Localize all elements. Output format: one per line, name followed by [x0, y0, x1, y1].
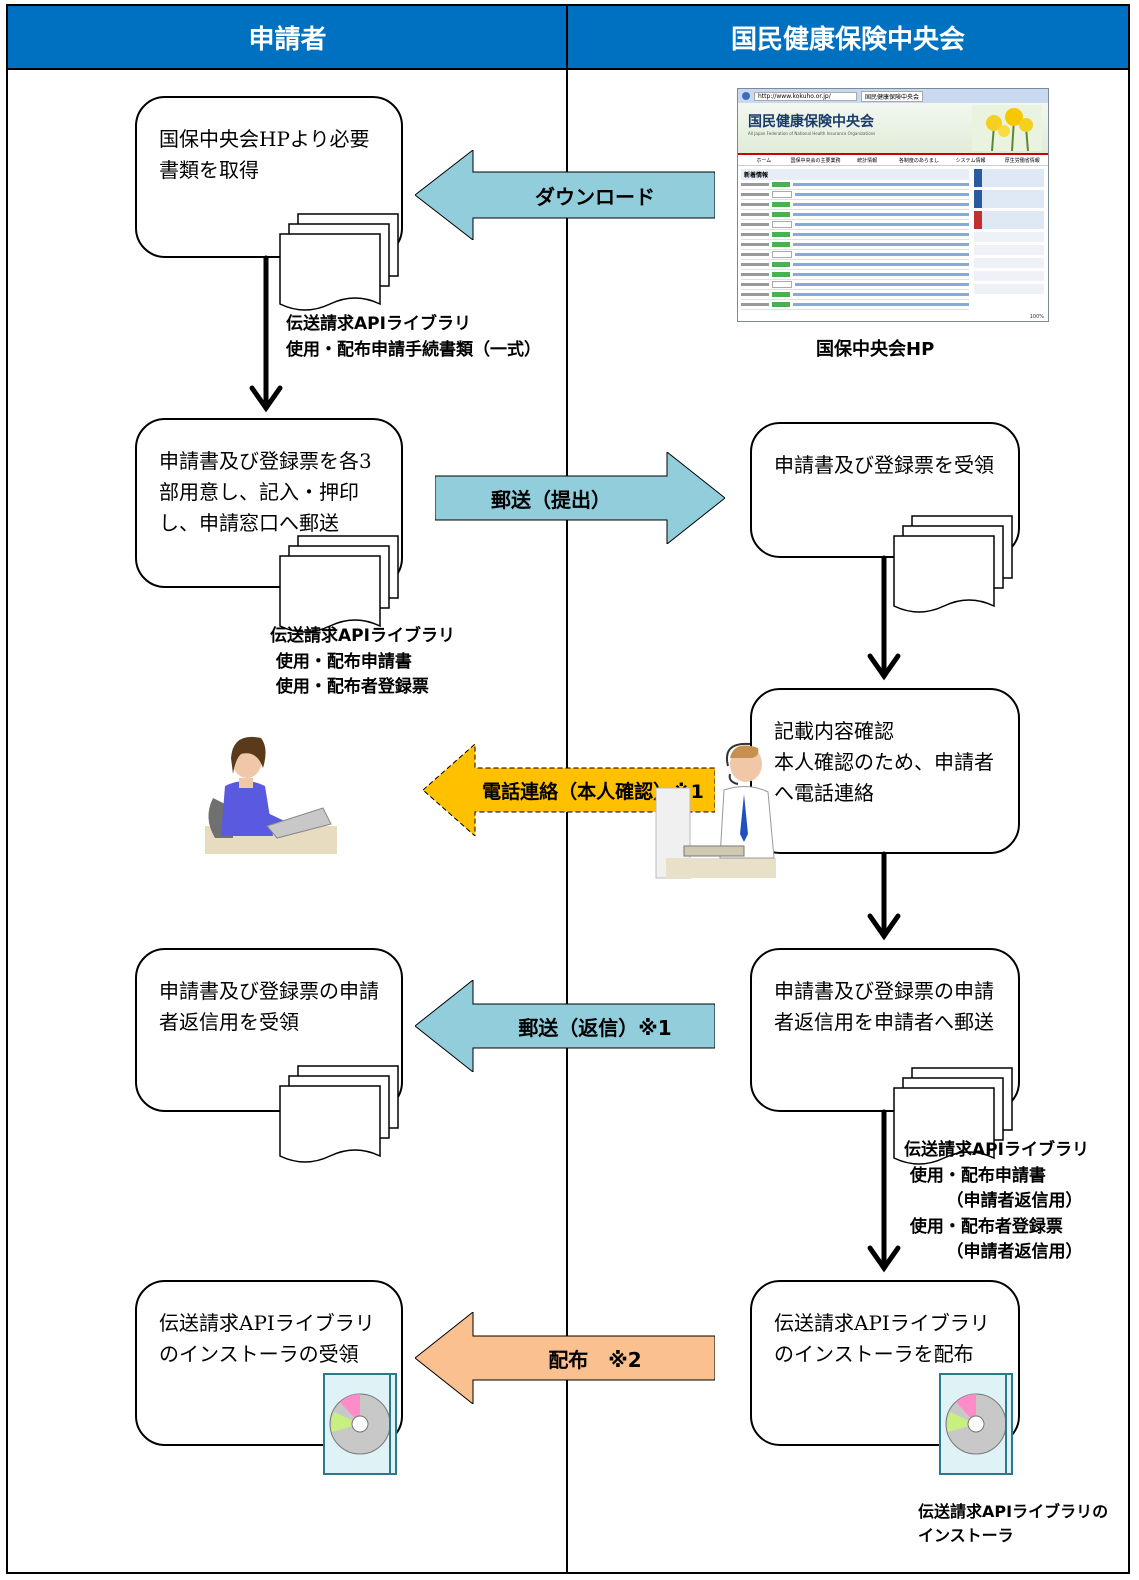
header-central-association: 国民健康保険中央会 — [568, 6, 1128, 70]
site-sidebar — [972, 166, 1046, 313]
arrow-download: ダウンロード — [415, 150, 715, 240]
arrow-download-label: ダウンロード — [535, 184, 655, 209]
cd-case-icon — [939, 1373, 1013, 1475]
news-row — [741, 250, 969, 260]
hp-label: 国保中央会HP — [816, 339, 935, 360]
document-stack-icon — [893, 515, 1013, 613]
site-subtitle: All Japan Federation of National Health … — [748, 131, 876, 136]
site-title: 国民健康保険中央会 — [748, 114, 874, 130]
site-nav-item: システム情報 — [955, 157, 986, 164]
site-nav-item: 統計情報 — [857, 157, 878, 164]
box-receive-installer: 伝送請求APIライブラリのインストーラの受領 — [135, 1280, 403, 1446]
site-nav-item: 国保中央会の主要業務 — [790, 157, 841, 164]
news-row — [741, 180, 969, 190]
news-row — [741, 210, 969, 220]
document-stack-icon — [279, 1065, 399, 1163]
label-installer: 伝送請求APIライブラリの インストーラ — [918, 1502, 1109, 1545]
box-distribute-installer: 伝送請求APIライブラリのインストーラを配布 — [750, 1280, 1020, 1446]
arrow-distribute-label: 配布 ※2 — [548, 1347, 642, 1372]
arrow-phone-contact-label: 電話連絡（本人確認）※1 — [482, 780, 704, 803]
news-row — [741, 290, 969, 300]
browser-url: http://www.kokuho.or.jp/ — [754, 91, 857, 101]
site-nav-item: ホーム — [756, 157, 772, 164]
website-screenshot: http://www.kokuho.or.jp/ 国民健康保険中央会 国民健康保… — [737, 88, 1049, 322]
zoom-level: 100% — [1029, 314, 1044, 320]
flower-image — [972, 105, 1042, 151]
news-row — [741, 280, 969, 290]
document-stack-icon — [279, 213, 399, 311]
news-row — [741, 220, 969, 230]
news-row — [741, 300, 969, 310]
flow-arrow-down — [867, 851, 901, 941]
news-row — [741, 230, 969, 240]
news-row — [741, 190, 969, 200]
flow-arrow-down — [867, 555, 901, 681]
news-list — [741, 180, 969, 310]
site-nav-item: 各制度のあらまし — [898, 157, 939, 164]
applicant-woman-icon — [205, 736, 337, 854]
label-return-documents: 伝送請求APIライブラリ 使用・配布申請書 （申請者返信用） 使用・配布者登録票… — [904, 1140, 1089, 1262]
news-row — [741, 270, 969, 280]
flow-arrow-down — [249, 255, 283, 413]
arrow-distribute: 配布 ※2 — [415, 1312, 715, 1404]
document-stack-icon — [893, 1067, 1013, 1165]
browser-tab: 国民健康保険中央会 — [861, 90, 924, 102]
cd-case-icon — [323, 1373, 397, 1475]
news-row — [741, 200, 969, 210]
arrow-mail-return: 郵送（返信）※1 — [415, 980, 715, 1072]
label-document-set: 伝送請求APIライブラリ 使用・配布申請手続書類（一式） — [286, 314, 541, 360]
document-stack-icon — [279, 535, 399, 633]
header-applicant: 申請者 — [8, 6, 567, 70]
news-row — [741, 260, 969, 270]
site-nav-item: 厚生労働省情報 — [1004, 157, 1040, 164]
diagram-frame — [6, 4, 1130, 1574]
flow-arrow-down — [867, 1109, 901, 1273]
arrow-mail-submit-label: 郵送（提出） — [491, 487, 611, 512]
operator-headset-icon — [655, 742, 776, 879]
news-section-title: 新着情報 — [741, 169, 969, 180]
label-application-documents: 伝送請求APIライブラリ 使用・配布申請書 使用・配布者登録票 — [270, 626, 455, 697]
news-row — [741, 240, 969, 250]
arrow-mail-return-label: 郵送（返信）※1 — [518, 1015, 672, 1040]
box-check-contents: 記載内容確認 本人確認のため、申請者へ電話連絡 — [750, 688, 1020, 854]
arrow-phone-contact: 電話連絡（本人確認）※1 — [423, 744, 715, 836]
arrow-mail-submit: 郵送（提出） — [435, 452, 725, 544]
